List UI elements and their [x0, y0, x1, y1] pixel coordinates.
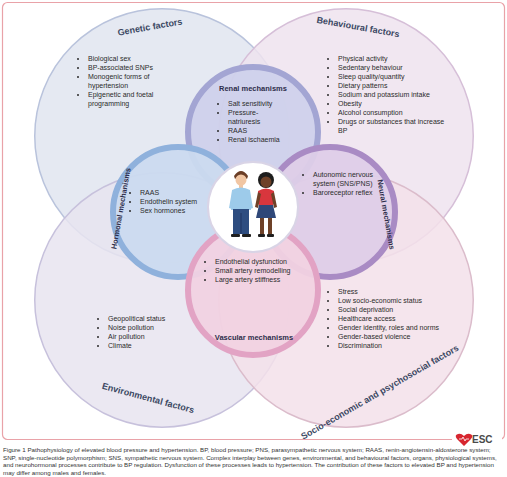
logo-background	[452, 433, 502, 447]
bullet-item: Renal ischaemia	[228, 135, 292, 144]
bullet-item: Epigenetic and foetal programming	[88, 90, 188, 108]
bullet-item: Endothelin system	[140, 197, 202, 206]
bullet-item: Noise pollution	[108, 323, 194, 332]
bullet-item: Monogenic forms of hypertension	[88, 72, 188, 90]
bullet-item: Sedentary behaviour	[338, 63, 450, 72]
logo-text: ESC	[472, 434, 493, 446]
mechanism-circle: Vascular mechanisms Endothelial dysfuncti…	[185, 222, 321, 358]
bullet-item: Sex hormones	[140, 206, 202, 215]
circle-heading: Renal mechanisms	[203, 84, 303, 93]
bullet-list: Physical activitySedentary behaviourSlee…	[330, 54, 450, 135]
bullet-list: Biological sexBP-associated SNPsMonogeni…	[80, 54, 188, 108]
bullet-item: Large artery stiffness	[215, 275, 313, 284]
bullet-item: Autonomic nervous system (SNS/PNS)	[313, 170, 389, 188]
caption-text: Figure 1 Pathophysiology of elevated blo…	[3, 446, 497, 476]
bullet-item: Pressure- natriuresis	[228, 108, 292, 126]
bullet-item: Salt sensitivity	[228, 99, 292, 108]
bullet-item: Climate	[108, 341, 194, 350]
circle-shape	[35, 173, 290, 428]
bullet-item: Low socio-economic status	[338, 296, 460, 305]
circle-shape	[219, 173, 474, 428]
figure-caption: Figure 1 Pathophysiology of elevated blo…	[3, 446, 504, 476]
bullet-item: Stress	[338, 287, 460, 296]
bullet-item: Healthcare access	[338, 314, 460, 323]
bullet-item: Baroreceptor reflex	[313, 188, 389, 197]
bullet-item: Sodium and potassium intake	[338, 90, 450, 99]
bullet-item: Gender identity, roles and norms	[338, 323, 460, 332]
bullet-list: RAASEndothelin systemSex hormones	[132, 188, 202, 215]
bullet-item: Obesity	[338, 99, 450, 108]
bullet-item: Social deprivation	[338, 305, 460, 314]
bullet-list: Salt sensitivityPressure- natriuresisRAA…	[220, 99, 292, 144]
bullet-item: Physical activity	[338, 54, 450, 63]
heart-icon	[456, 434, 473, 446]
logo-label: ESC	[472, 434, 493, 445]
bullet-item: Endothelial dysfunction	[215, 257, 313, 266]
circle-heading: Vascular mechanisms	[199, 333, 309, 342]
bullet-item: BP-associated SNPs	[88, 63, 188, 72]
bullet-item: Gender-based violence	[338, 332, 460, 341]
bullet-item: Dietary patterns	[338, 81, 450, 90]
bullet-item: Biological sex	[88, 54, 188, 63]
heartbeat-line	[459, 437, 469, 441]
bullet-item: Small artery remodelling	[215, 266, 313, 275]
bullet-item: Drugs or substances that increase BP	[338, 117, 450, 135]
bullet-item: Alcohol consumption	[338, 108, 450, 117]
bullet-list: Geopolitical statusNoise pollutionAir po…	[100, 314, 194, 350]
bullet-item: RAAS	[140, 188, 202, 197]
bullet-list: Autonomic nervous system (SNS/PNS)Barore…	[305, 170, 389, 197]
bullet-item: RAAS	[228, 126, 292, 135]
circle-shape	[188, 225, 318, 355]
bullet-item: Geopolitical status	[108, 314, 194, 323]
bullet-item: Air pollution	[108, 332, 194, 341]
bullet-item: Discrimination	[338, 341, 460, 350]
frame-border	[3, 3, 505, 440]
bullet-item: Sleep quality/quantity	[338, 72, 450, 81]
bullet-list: StressLow socio-economic statusSocial de…	[330, 287, 460, 350]
bullet-list: Endothelial dysfunctionSmall artery remo…	[207, 257, 313, 284]
